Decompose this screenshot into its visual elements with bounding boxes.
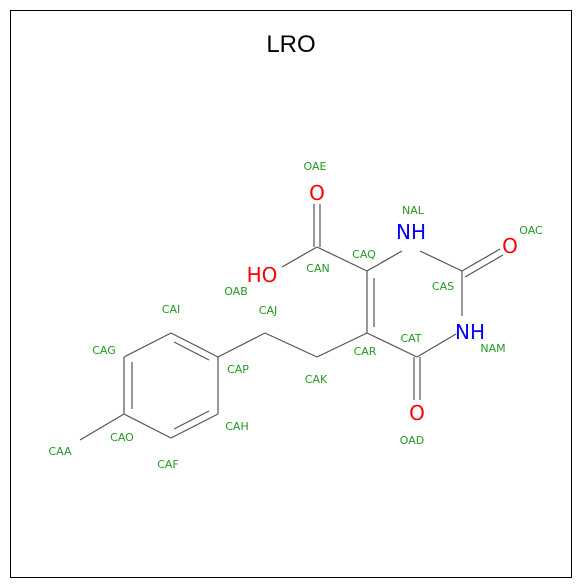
atom-label-caj: CAJ (259, 304, 277, 317)
atom-label-oae: OAE (304, 160, 327, 173)
bond-caq-nal (366, 250, 403, 272)
atom-label-oad: OAD (400, 434, 424, 447)
atom-label-nal: NAL (402, 204, 425, 217)
atom-label-oab: OAB (224, 285, 248, 298)
bond-cas-oac-a (461, 248, 501, 272)
bond-cas-oac-b (464, 254, 504, 278)
atom-label-nam: NAM (480, 342, 505, 355)
oxygen-carbonyl-acid: O (309, 181, 325, 205)
bond-nal-cas (419, 250, 463, 272)
oxygen-ketone: O (409, 401, 425, 425)
atom-labels: OAE NAL OAC CAQ CAN OAB CAS CAI CAJ CAT … (48, 160, 543, 471)
diagram-frame (10, 10, 572, 578)
hydroxyl-group: HO (247, 263, 278, 287)
atom-label-caa: CAA (48, 445, 72, 458)
atom-label-car: CAR (354, 345, 377, 358)
atom-label-caf: CAF (157, 458, 179, 471)
bond-car-cak (316, 332, 368, 358)
bond-cao-caf (123, 413, 172, 439)
nitrogen-h-top: NH (396, 220, 426, 244)
bond-cai-cag (123, 332, 172, 358)
atom-label-can: CAN (306, 262, 329, 275)
bond-cat-car (366, 332, 418, 358)
bond-cak-caj (264, 332, 318, 358)
atom-label-cas: CAS (432, 280, 454, 293)
heteroatoms: O HO NH NH O O (247, 181, 518, 425)
bond-cao-caa (79, 413, 125, 441)
oxygen-urea: O (502, 234, 518, 258)
atom-label-cai: CAI (162, 303, 180, 316)
atom-label-cao: CAO (110, 431, 134, 444)
bond-can-caq (316, 246, 368, 272)
atom-label-caq: CAQ (352, 248, 376, 261)
atom-label-cah: CAH (225, 420, 248, 433)
nitrogen-h-right: NH (455, 320, 485, 344)
bond-caf-cah (170, 413, 219, 439)
bond-caj-cap (217, 332, 266, 358)
atom-label-oac: OAC (519, 224, 543, 237)
bond-nam-cat (416, 333, 457, 358)
atom-label-cat: CAT (400, 332, 421, 345)
bond-can-oab (281, 246, 318, 268)
bonds (79, 204, 504, 441)
bond-cap-cai (170, 332, 219, 358)
atom-label-cap: CAP (227, 363, 249, 376)
atom-label-cag: CAG (92, 344, 116, 357)
bond-inner-cap-cai (173, 341, 210, 361)
diagram-title: LRO (266, 31, 315, 58)
bond-inner-caf-cah (173, 410, 210, 430)
atom-label-cak: CAK (305, 373, 328, 386)
